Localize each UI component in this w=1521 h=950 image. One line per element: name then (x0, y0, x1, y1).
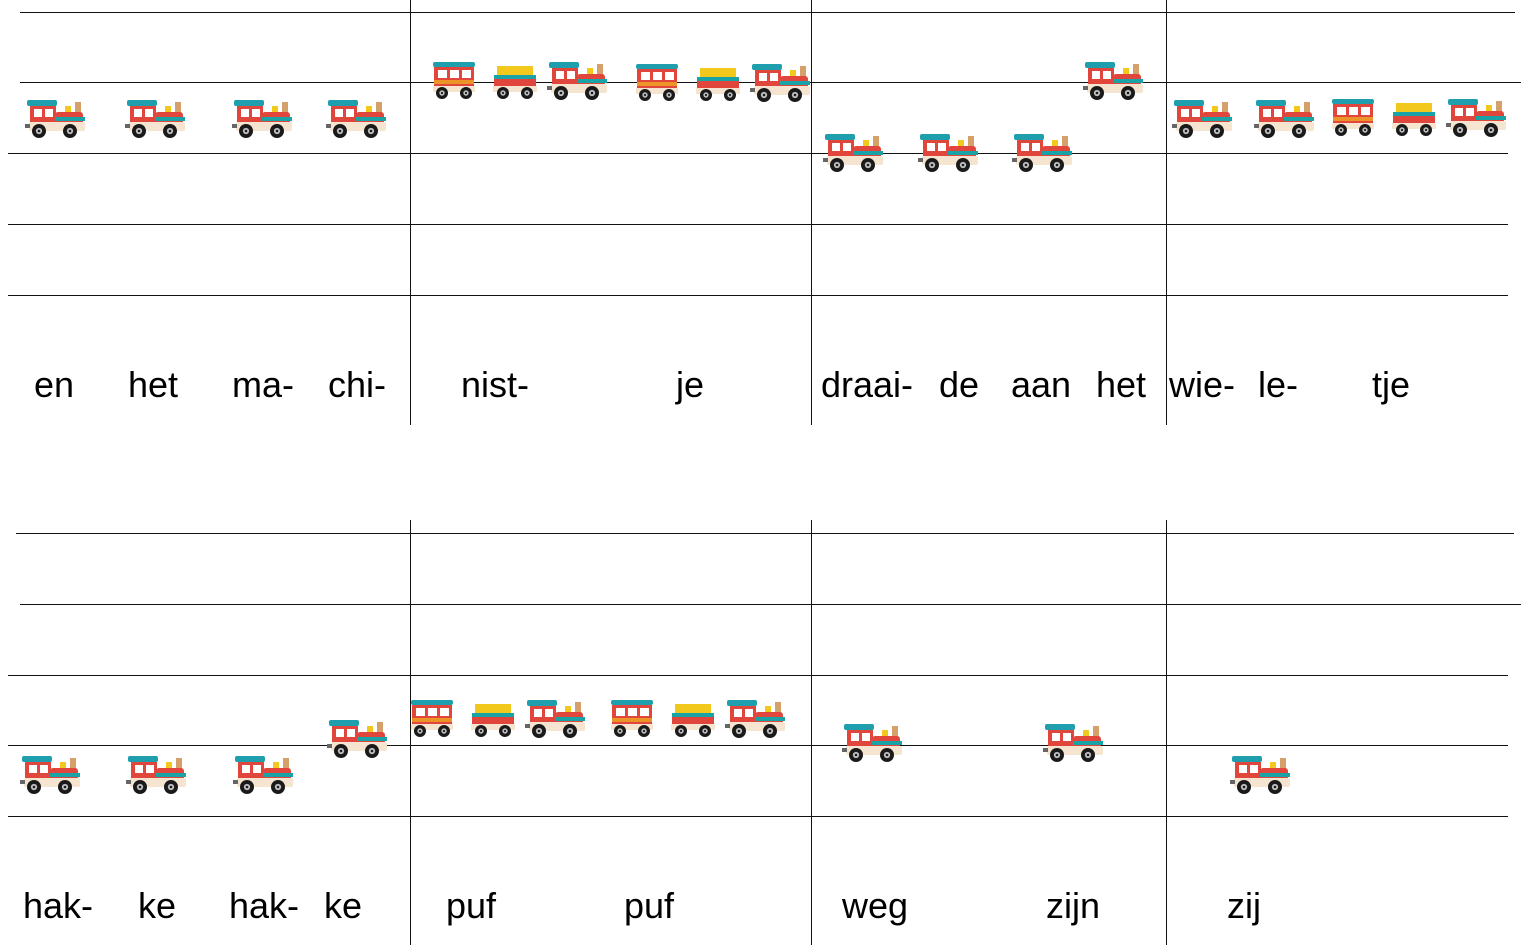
staff-line (8, 295, 1508, 296)
lyric-syllable: chi- (328, 364, 387, 405)
train-icon (411, 698, 587, 742)
staff-line (8, 745, 1508, 746)
lyric-syllable: weg (842, 885, 909, 926)
bar-line (811, 520, 812, 945)
lyric-syllable: het (128, 364, 179, 405)
lyric-syllable: zij (1227, 885, 1261, 926)
staff-line (20, 12, 1515, 13)
locomotive-icon (25, 98, 87, 142)
staff-line (8, 224, 1508, 225)
locomotive-icon (233, 754, 295, 798)
staff-line (20, 604, 1521, 605)
locomotive-icon (1043, 722, 1105, 766)
bar-line (410, 520, 411, 945)
bar-line (1166, 0, 1167, 425)
locomotive-icon (823, 132, 885, 176)
bar-line (1166, 520, 1167, 945)
train-icon (433, 60, 609, 104)
lyric-syllable: het (1096, 364, 1147, 405)
bar-line (811, 0, 812, 425)
lyric-syllable: je (676, 364, 705, 405)
lyric-syllable: aan (1011, 364, 1072, 405)
locomotive-icon (1230, 754, 1292, 798)
staff-line (8, 816, 1508, 817)
locomotive-icon (232, 98, 294, 142)
locomotive-icon (126, 754, 188, 798)
lyric-syllable: nist- (461, 364, 530, 405)
lyric-syllable: de (939, 364, 980, 405)
locomotive-icon (1172, 98, 1234, 142)
lyric-syllable: ke (324, 885, 363, 926)
locomotive-icon (842, 722, 904, 766)
locomotive-icon (918, 132, 980, 176)
staff-line (16, 533, 1514, 534)
bar-line (410, 0, 411, 425)
locomotive-icon (326, 98, 388, 142)
lyric-syllable: draai- (821, 364, 914, 405)
train-icon (611, 698, 787, 742)
lyric-syllable: puf (624, 885, 675, 926)
train-icon (1332, 97, 1508, 141)
staff-line (8, 675, 1508, 676)
lyric-syllable: hak- (229, 885, 300, 926)
locomotive-icon (1012, 132, 1074, 176)
locomotive-icon (1254, 98, 1316, 142)
locomotive-icon (125, 98, 187, 142)
lyric-syllable: en (34, 364, 75, 405)
lyric-syllable: puf (446, 885, 497, 926)
lyric-syllable: tje (1372, 364, 1411, 405)
train-icon (636, 62, 812, 106)
lyric-syllable: ma- (232, 364, 294, 405)
locomotive-icon (1083, 60, 1145, 104)
lyric-syllable: ke (138, 885, 177, 926)
lyric-syllable: zijn (1046, 885, 1101, 926)
locomotive-icon (327, 718, 389, 762)
locomotive-icon (20, 754, 82, 798)
staff-line (8, 153, 1508, 154)
lyric-syllable: hak- (23, 885, 94, 926)
lyric-syllable: wie- (1169, 364, 1236, 405)
lyric-syllable: le- (1258, 364, 1299, 405)
